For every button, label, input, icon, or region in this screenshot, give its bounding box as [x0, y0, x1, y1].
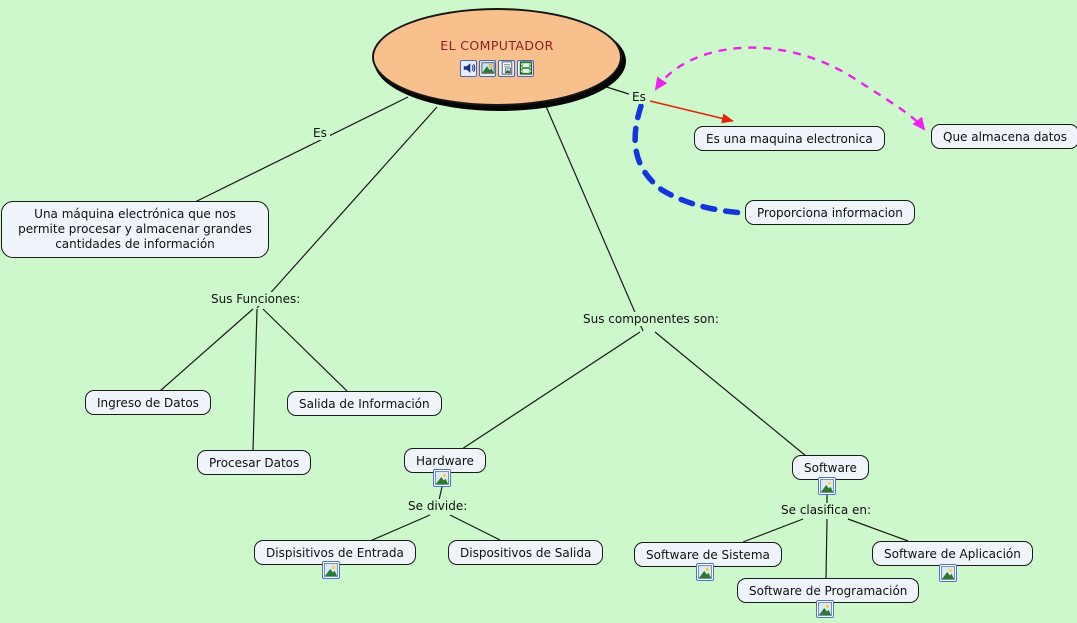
- software-aplicacion-image-icon[interactable]: [939, 564, 957, 582]
- software-image-icon[interactable]: [818, 477, 836, 495]
- concept-proporciona-informacion[interactable]: Proporciona informacion: [745, 200, 915, 225]
- concept-procesar-datos[interactable]: Procesar Datos: [197, 450, 312, 475]
- link-seclasifica-to-programacion: [825, 518, 828, 580]
- concept-que-almacena-datos[interactable]: Que almacena datos: [931, 124, 1077, 149]
- link-funciones-to-ingreso: [159, 308, 254, 392]
- root-concept-el-computador[interactable]: EL COMPUTADOR: [372, 8, 622, 106]
- red-arrow-to-es-maquina: [649, 100, 734, 124]
- link-seclasifica-to-sistema: [742, 518, 804, 543]
- concept-salida-de-informacion[interactable]: Salida de Información: [287, 391, 442, 416]
- blue-dashed-link-proporciona: [632, 103, 747, 216]
- link-root-to-definition: [192, 96, 409, 204]
- software-programacion-image-icon[interactable]: [816, 600, 834, 618]
- link-label-se-clasifica[interactable]: Se clasifica en:: [778, 503, 875, 517]
- link-componentes-to-software: [654, 331, 807, 457]
- image-icon[interactable]: [479, 59, 496, 77]
- concept-dispositivos-de-entrada[interactable]: Dispisitivos de Entrada: [254, 540, 416, 565]
- audio-icon[interactable]: [460, 59, 477, 77]
- link-label-sus-funciones[interactable]: Sus Funciones:: [208, 292, 304, 306]
- hardware-image-icon[interactable]: [433, 469, 451, 487]
- document-icon[interactable]: [498, 59, 515, 77]
- concept-software[interactable]: Software: [792, 455, 869, 480]
- link-root-to-es-right: [596, 83, 633, 96]
- link-sedivide-to-entrada: [369, 514, 431, 542]
- link-sedivide-to-salida: [449, 514, 501, 541]
- link-label-se-divide[interactable]: Se divide:: [405, 499, 471, 513]
- link-seclasifica-to-aplicacion: [847, 518, 909, 542]
- link-funciones-to-salida: [262, 308, 349, 393]
- link-label-sus-componentes[interactable]: Sus componentes son:: [580, 312, 722, 326]
- concept-ingreso-de-datos[interactable]: Ingreso de Datos: [85, 390, 211, 415]
- root-concept-label: EL COMPUTADOR: [440, 37, 554, 53]
- link-label-es-right[interactable]: Es: [629, 90, 649, 104]
- concept-es-maquina-electronica[interactable]: Es una maquina electronica: [694, 126, 885, 151]
- concept-software-de-programacion[interactable]: Software de Programación: [737, 578, 920, 603]
- link-root-to-componentes: [544, 103, 644, 332]
- link-funciones-to-procesar: [252, 308, 258, 452]
- concept-hardware[interactable]: Hardware: [404, 448, 486, 473]
- concept-software-de-sistema[interactable]: Software de Sistema: [634, 542, 782, 567]
- concept-dispositivos-de-salida[interactable]: Dispositivos de Salida: [448, 540, 604, 565]
- root-resource-buttons: [460, 59, 534, 77]
- software-sistema-image-icon[interactable]: [696, 563, 714, 581]
- dispositivos-entrada-image-icon[interactable]: [322, 561, 340, 579]
- video-icon[interactable]: [517, 59, 534, 77]
- magenta-dashed-arrow-que-almacena: [654, 46, 926, 131]
- concept-definicion[interactable]: Una máquina electrónica que nos permite …: [1, 201, 269, 258]
- link-label-es-left[interactable]: Es: [310, 126, 330, 140]
- link-componentes-to-hardware: [461, 331, 641, 450]
- link-root-to-funciones: [256, 106, 438, 309]
- concept-software-de-aplicacion[interactable]: Software de Aplicación: [872, 541, 1033, 566]
